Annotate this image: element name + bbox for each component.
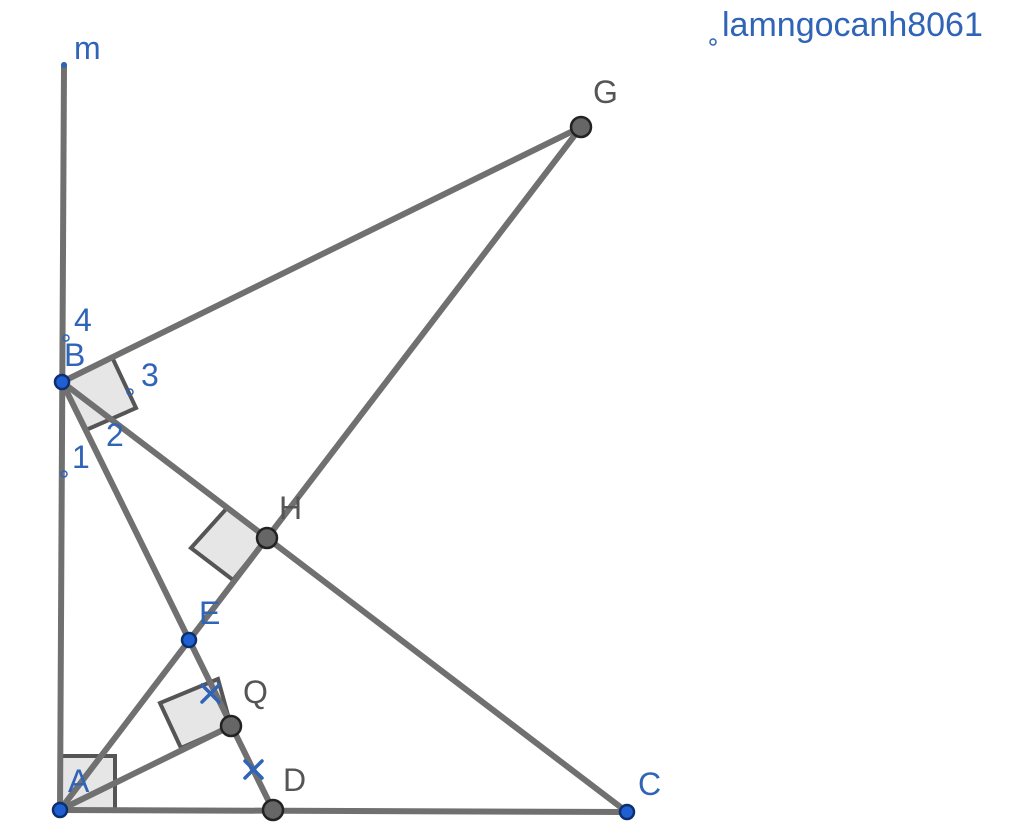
segment-B-D <box>59 379 276 813</box>
equal-tick-lower <box>243 759 264 780</box>
point-m <box>61 62 67 68</box>
label-B: B <box>64 337 85 373</box>
point-H <box>255 526 279 550</box>
point-E <box>180 631 198 649</box>
label-H: H <box>279 490 302 526</box>
label-Q: Q <box>243 674 268 710</box>
segment-A-Q <box>57 723 234 813</box>
point-3 <box>126 388 134 396</box>
label-1: 1 <box>72 439 90 475</box>
point-B <box>53 373 71 391</box>
watermark-text: lamngocanh8061 <box>722 6 983 44</box>
segment-G-H <box>264 124 584 541</box>
right-angle-marker-Q <box>157 676 234 751</box>
segment-B-C <box>59 379 630 815</box>
label-A: A <box>68 763 90 799</box>
label-4: 4 <box>74 302 92 338</box>
equal-tick-upper <box>200 683 221 704</box>
point-1 <box>60 470 68 478</box>
point-D <box>261 798 285 822</box>
right-angle-marker-H <box>188 505 270 583</box>
label-E: E <box>199 595 220 631</box>
label-3: 3 <box>141 357 159 393</box>
label-D: D <box>283 762 306 798</box>
segment-B-G <box>59 124 584 385</box>
point-Q <box>219 714 243 738</box>
point-watermark <box>709 38 717 46</box>
label-G: G <box>593 74 618 110</box>
label-m: m <box>74 30 101 66</box>
point-C <box>618 803 636 821</box>
segment-A-H <box>57 535 270 813</box>
segment-A-m <box>57 62 67 813</box>
label-C: C <box>638 766 661 802</box>
point-4 <box>62 334 70 342</box>
point-A <box>51 801 69 819</box>
segment-A-C <box>57 807 630 815</box>
label-2: 2 <box>106 417 124 453</box>
point-G <box>569 115 593 139</box>
